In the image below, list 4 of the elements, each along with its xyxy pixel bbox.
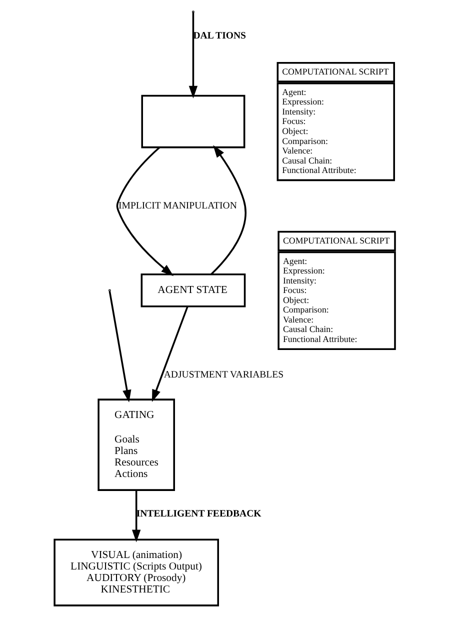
edge-label: INTELLIGENT FEEDBACK [136,508,262,520]
edge-label: IMPLICIT MANIPULATION [118,200,237,212]
edge-label: ADJUSTMENT VARIABLES [164,369,284,380]
edge-label: DAL TIONS [193,30,246,42]
